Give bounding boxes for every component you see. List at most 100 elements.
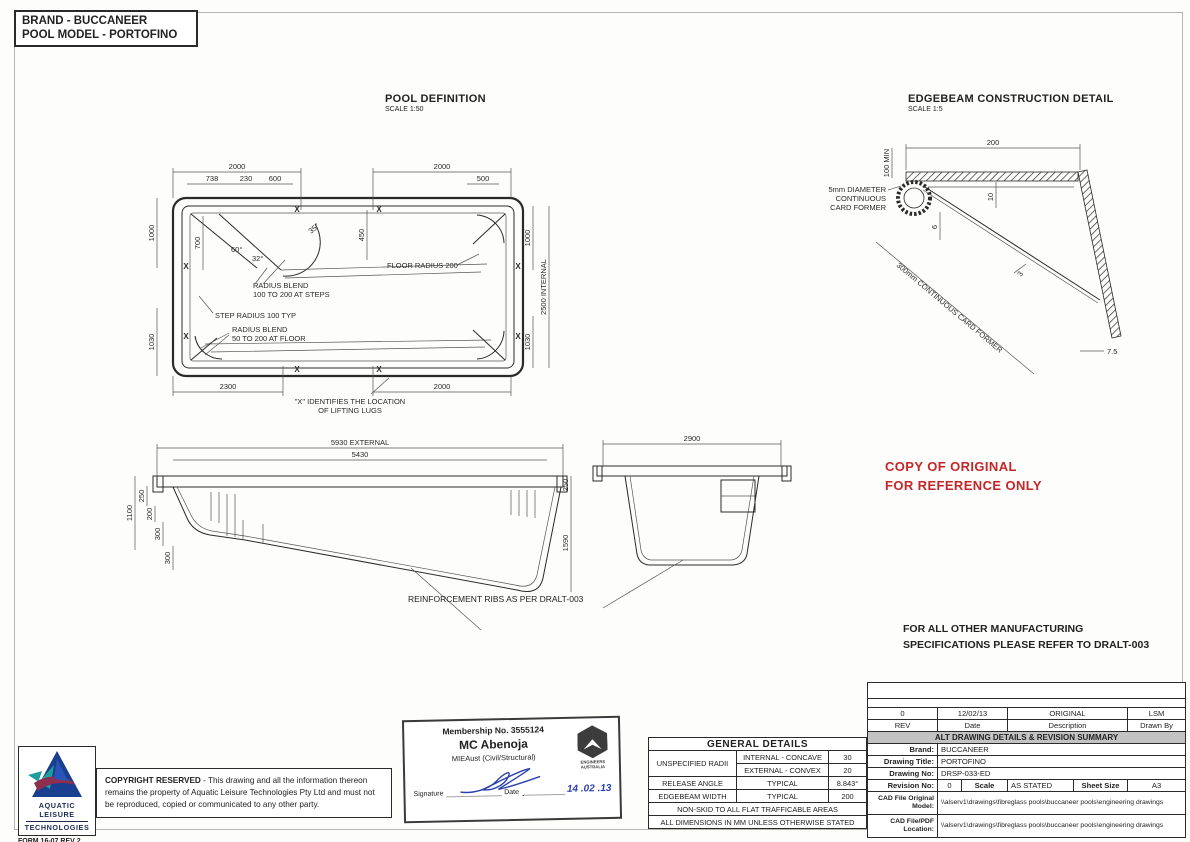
dim-left-1000: 1000: [147, 225, 156, 242]
edgebeam-annotations: 75mm DIAMETER CONTINUOUS CARD FORMER 300…: [828, 185, 1035, 375]
table-row: CAD File Original Model: \\alserv1\drawi…: [867, 791, 1187, 815]
copy-notice: COPY OF ORIGINAL FOR REFERENCE ONLY: [885, 458, 1042, 496]
table-row: [866, 698, 1187, 708]
non-skid-note: NON-SKID TO ALL FLAT TRAFFICABLE AREAS: [648, 802, 867, 816]
end-elevation: 2900: [592, 434, 792, 609]
release-angle-label: RELEASE ANGLE: [648, 776, 737, 790]
handwritten-date: 14 .02 .13: [566, 782, 612, 795]
angle-32: 32°: [252, 254, 263, 263]
sheet-border: [14, 12, 1183, 830]
dim-100-min: 100 MIN: [882, 149, 891, 177]
unspecified-radii-label: UNSPECIFIED RADII: [648, 750, 737, 777]
sheet-size-label: Sheet Size: [1073, 779, 1128, 792]
drawing-title-label: Drawing Title:: [867, 755, 938, 768]
table-row: REV Date Description Drawn By: [867, 719, 1187, 732]
dim-right-1000: 1000: [523, 230, 532, 247]
x-marker: X: [183, 332, 189, 341]
signature-label: Signature: [413, 790, 444, 799]
dimensions-note: ALL DIMENSIONS IN MM UNLESS OTHERWISE ST…: [648, 815, 867, 829]
dim-500: 500: [477, 174, 490, 183]
side-dimensions: 5930 EXTERNAL 5430 1100 250 200 300 300 …: [125, 438, 572, 592]
side-elevation: 5930 EXTERNAL 5430 1100 250 200 300 300 …: [125, 438, 572, 631]
dim-600: 600: [269, 174, 282, 183]
plan-pool-outline: [171, 196, 525, 378]
general-details-title: GENERAL DETAILS: [648, 737, 867, 751]
dim-right-1030: 1030: [523, 334, 532, 351]
edgebeam-detail: 200 100 MIN 10 6 3 7.5 75mm DIAMETER CON…: [828, 138, 1122, 375]
copyright-text: - This drawing and all the information t…: [105, 776, 375, 809]
x-marker: X: [376, 205, 382, 214]
floor-radius-note: FLOOR RADIUS 200: [387, 261, 458, 270]
end-geometry: [592, 465, 792, 609]
cad-pdf-label: CAD File/PDF Location:: [867, 814, 938, 838]
dim-200-left: 200: [145, 508, 154, 521]
pool-definition-heading: POOL DEFINITION SCALE 1:50: [385, 93, 486, 113]
table-row: CAD File/PDF Location: \\alserv1\drawing…: [867, 814, 1187, 838]
drawn-by-header: Drawn By: [1126, 719, 1187, 732]
dim-left-1030: 1030: [147, 334, 156, 351]
release-angle-value: 8.843°: [828, 776, 867, 790]
card-former-300: 300mm CONTINUOUS CARD FORMER: [895, 261, 1005, 355]
general-details-table: GENERAL DETAILS UNSPECIFIED RADII INTERN…: [648, 737, 867, 829]
dim-top-right-span: 2000: [434, 162, 451, 171]
radius-blend-floor-2: 50 TO 200 AT FLOOR: [232, 334, 306, 343]
edgebeam-scale: SCALE 1:5: [908, 106, 943, 113]
dim-5430: 5430: [352, 450, 369, 459]
scale-label: Scale: [961, 779, 1008, 792]
dim-230: 230: [240, 174, 253, 183]
dim-top-left-span: 2000: [229, 162, 246, 171]
sheet-size-value: A3: [1126, 779, 1187, 792]
scale-value: AS STATED: [1007, 779, 1074, 792]
rev-value: 0: [867, 707, 938, 720]
dim-450: 450: [357, 229, 366, 242]
rev-description: ORIGINAL: [1007, 707, 1128, 720]
dim-700: 700: [193, 237, 202, 250]
card-former-75-3: CARD FORMER: [830, 203, 886, 212]
plan-view: 2000 738 230 600 2000 500 1000 1030 700 …: [147, 162, 550, 415]
radii-internal-desc: INTERNAL - CONCAVE: [736, 750, 829, 764]
pool-definition-title: POOL DEFINITION: [385, 93, 486, 105]
engineer-name: MC Abenoja: [458, 736, 529, 753]
table-row: UNSPECIFIED RADII INTERNAL - CONCAVE 30: [648, 750, 867, 777]
card-former-75-1: 75mm DIAMETER: [828, 185, 887, 194]
dim-2300: 2300: [220, 382, 237, 391]
table-row: ALT DRAWING DETAILS & REVISION SUMMARY: [866, 731, 1187, 744]
plan-lifting-lug-markers: X X X X X X X X: [183, 205, 521, 374]
edgebeam-geometry: [896, 169, 1122, 339]
dim-250-right: 250: [561, 479, 570, 492]
angle-60: 60°: [231, 245, 242, 254]
radius-blend-floor-1: RADIUS BLEND: [232, 325, 288, 334]
engineers-australia-label: ENGINEERS AUSTRALIA: [580, 759, 606, 770]
drawing-title-value: PORTOFINO: [936, 755, 1187, 768]
dim-6: 6: [930, 225, 939, 229]
cad-model-label: CAD File Original Model:: [867, 791, 938, 815]
plan-dimensions: 2000 738 230 600 2000 500 1000 1030 700 …: [147, 162, 550, 396]
copy-notice-line2: FOR REFERENCE ONLY: [885, 477, 1042, 493]
table-row: [866, 682, 1187, 699]
logo-line1: AQUATIC LEISURE: [38, 801, 76, 820]
model-line: POOL MODEL - PORTOFINO: [22, 29, 178, 42]
table-row: Drawing Title: PORTOFINO: [867, 755, 1187, 768]
dim-edgebeam-200: 200: [987, 138, 1000, 147]
radii-internal-value: 30: [828, 750, 867, 764]
dim-2900: 2900: [684, 434, 701, 443]
company-logo-block: AQUATIC LEISURE TECHNOLOGIES FORM 16-07 …: [18, 746, 96, 842]
summary-band: ALT DRAWING DETAILS & REVISION SUMMARY: [866, 731, 1187, 744]
signature-line: [446, 767, 541, 798]
copyright-box: COPYRIGHT RESERVED - This drawing and al…: [96, 768, 392, 818]
lifting-lugs-note-2: OF LIFTING LUGS: [318, 406, 382, 415]
table-row: Drawing No: DRSP-033-ED: [867, 767, 1187, 780]
edgebeam-dimensions: 200 100 MIN 10 6 3 7.5: [882, 138, 1117, 356]
table-row: ALL DIMENSIONS IN MM UNLESS OTHERWISE ST…: [648, 815, 867, 829]
table-row: Revision No: 0 Scale AS STATED Sheet Siz…: [867, 779, 1187, 792]
plan-annotations: RADIUS BLEND 100 TO 200 AT STEPS STEP RA…: [198, 253, 480, 415]
cad-model-path: \\alserv1\drawings\fibreglass pools\bucc…: [936, 791, 1187, 815]
step-radius-note: STEP RADIUS 100 TYP: [215, 311, 296, 320]
radii-external-value: 20: [828, 763, 867, 777]
dim-300-left: 300: [153, 528, 162, 541]
table-row: Brand: BUCCANEER: [867, 743, 1187, 756]
rev-date: 12/02/13: [937, 707, 1008, 720]
table-row: EDGEBEAM WIDTH TYPICAL 200: [648, 789, 867, 803]
copy-notice-line1: COPY OF ORIGINAL: [885, 459, 1017, 474]
x-marker: X: [294, 365, 300, 374]
